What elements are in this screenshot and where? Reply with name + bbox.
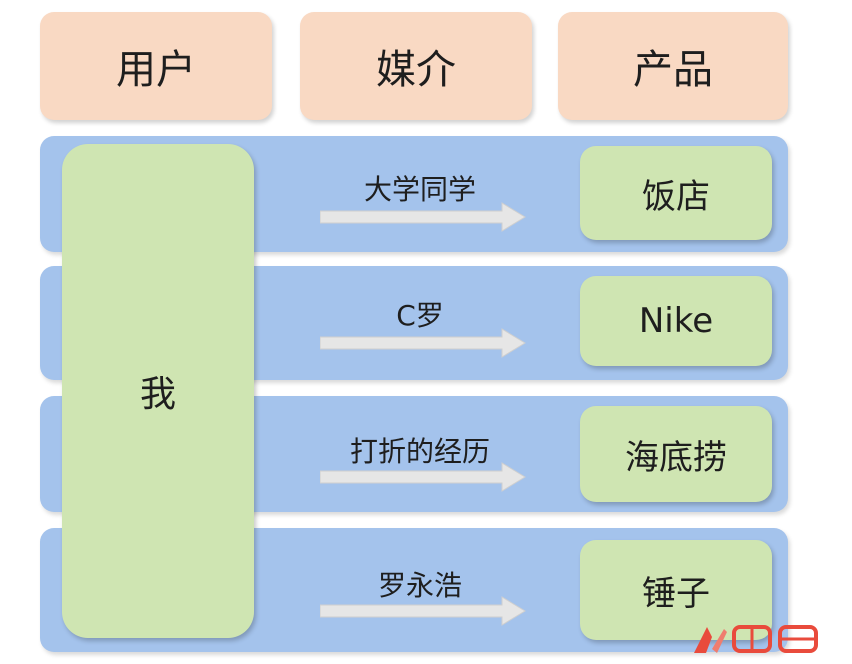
- header-product-label: 产品: [633, 47, 713, 93]
- watermark-logo: [690, 618, 830, 660]
- product-node-3: 海底捞: [580, 406, 772, 502]
- product-label-4: 锤子: [642, 573, 710, 614]
- watermark-mark-icon: [694, 627, 727, 653]
- arrow-1: [320, 202, 526, 232]
- header-user: 用户: [40, 12, 272, 120]
- product-label-2: Nike: [638, 301, 714, 341]
- user-node-label: 我: [139, 374, 176, 415]
- arrow-3: [320, 462, 526, 492]
- arrow-2: [320, 328, 526, 358]
- media-label-2: C罗: [396, 299, 444, 332]
- media-label-4: 罗永浩: [377, 569, 462, 602]
- user-node: 我: [62, 144, 254, 638]
- media-label-3: 打折的经历: [349, 435, 490, 468]
- arrow-4: [320, 596, 526, 626]
- product-label-3: 海底捞: [625, 437, 727, 478]
- header-product: 产品: [558, 12, 788, 120]
- header-user-label: 用户: [116, 47, 196, 93]
- product-node-4: 锤子: [580, 540, 772, 640]
- product-node-1: 饭店: [580, 146, 772, 240]
- product-label-1: 饭店: [642, 176, 710, 217]
- watermark-text-shape: [732, 625, 818, 653]
- header-media-label: 媒介: [376, 47, 456, 93]
- product-node-2: Nike: [580, 276, 772, 366]
- media-label-1: 大学同学: [363, 173, 476, 206]
- header-media: 媒介: [300, 12, 532, 120]
